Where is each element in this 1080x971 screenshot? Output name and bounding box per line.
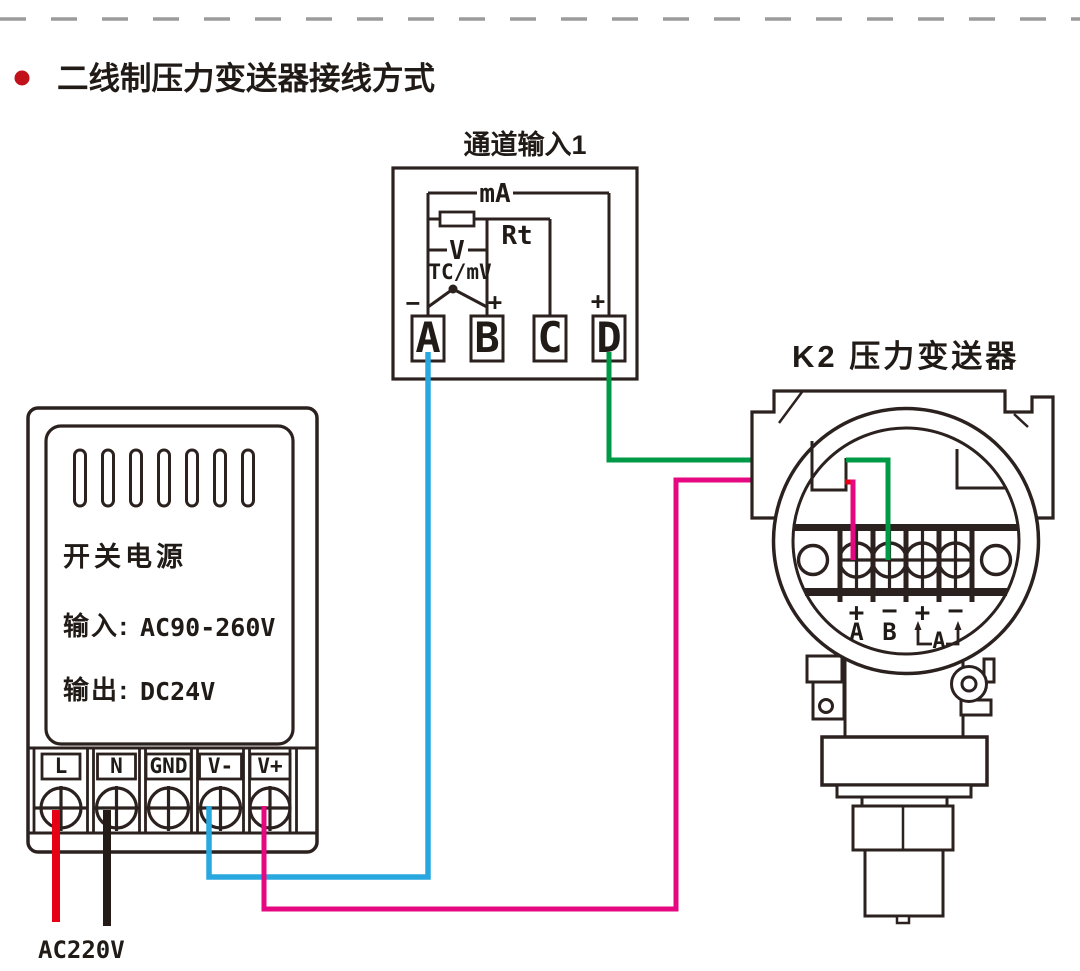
page-title: 二线制压力变送器接线方式 [14,60,436,96]
polarity-1: + [849,598,865,628]
boss-hole-icon [960,675,978,693]
stem-tip [895,914,911,925]
psu-inner-panel [44,424,295,746]
arrow-up-icon [954,621,962,630]
transmitter-terminal-labels: + − + − A B A [849,596,964,654]
loop-label: A [932,629,945,654]
transmitter-lower-assembly [805,640,989,925]
psu-name: 开关电源 [63,542,187,572]
psu-input-label: 输入: [63,611,130,641]
arrow-up-icon [914,621,922,630]
wire-blue [206,352,431,880]
label-ma: mA [479,179,511,209]
mains-voltage-label: AC220V [38,936,125,964]
head-inner-ring [791,426,1021,656]
psu-terminal-vminus: V- [208,754,233,778]
psu-terminal-vplus: V+ [257,754,282,778]
strip-dividers [32,748,298,833]
cable-entry-notch-right [955,449,1007,490]
bracket-hole-icon [818,698,834,714]
transmitter-terminal-a: A [849,618,864,646]
terminal-b-label: B [474,313,499,362]
page-title-text: 二线制压力变送器接线方式 [57,60,436,96]
polarity-3: + [915,598,931,628]
label-tcmv: TC/mV [428,260,492,284]
power-supply: 开关电源 输入: AC90-260V 输出: DC24V L N GND V- … [26,406,319,854]
side-boss [950,657,996,717]
psu-terminal-l: L [55,754,68,778]
flange [820,735,989,787]
blank-terminal-right [979,543,1013,577]
psu-terminal-strip: L N GND V- V+ [28,746,317,835]
process-stem [863,848,945,918]
transmitter-terminal-block [794,524,1018,602]
bullet-icon [14,70,30,86]
terminal-c-label: C [537,313,562,362]
label-minus-a: − [406,289,420,317]
transmitter-terminal-b: B [882,618,896,646]
flange-step [835,783,973,799]
label-plus-d: + [591,287,605,315]
wire-pink [261,477,846,912]
label-plus-b: + [488,288,502,316]
terminal-c-box [532,314,568,363]
cable-entry-notch-left [810,441,848,492]
junction-dot [448,284,458,294]
mount-bracket-upper [805,654,844,684]
housing-chamfers [777,391,1029,428]
psu-outline [26,406,319,854]
pressure-transmitter: K2 压力变送器 [750,339,1055,925]
psu-output-label: 输出: [63,675,130,705]
wire-green-inner [846,457,891,560]
terminal-screws [34,786,292,831]
psu-terminal-gnd: GND [150,754,188,778]
psu-input-value: AC90-260V [140,613,275,642]
label-rt: Rt [501,221,532,251]
resistor-icon [438,210,476,228]
channel-title: 通道输入1 [463,129,586,160]
terminal-b-box [469,314,505,363]
terminal-label-boxes [40,752,292,781]
psu-terminal-n: N [110,754,123,778]
psu-output-value: DC24V [140,677,215,706]
label-v: V [449,236,465,266]
polarity-4: − [948,596,964,626]
polarity-2: − [882,596,898,626]
loop-meter-symbol: A [914,621,962,654]
blank-terminal-left [796,543,830,577]
channel-input-box: 通道输入1 mA Rt V TC/mV − + + A B [391,129,639,381]
transmitter-title: K2 压力变送器 [792,339,1019,374]
vent-slots [73,448,255,508]
